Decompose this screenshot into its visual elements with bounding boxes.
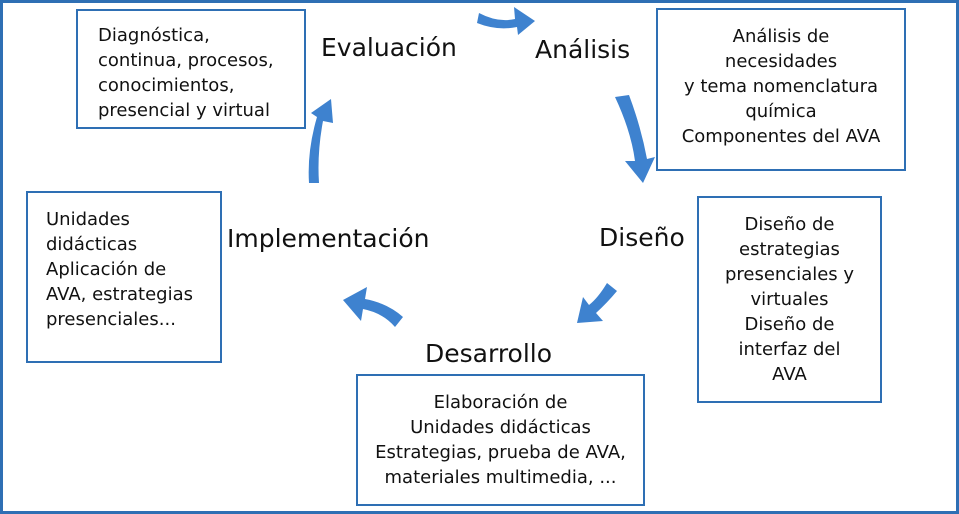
stage-label-evaluacion: Evaluación [321, 33, 457, 62]
diseno-box-line: presenciales y [724, 264, 855, 285]
desarrollo-box-line: materiales multimedia, ... [384, 467, 617, 488]
implementacion-box: Unidades didácticas Aplicación de AVA, e… [26, 191, 222, 363]
analisis-box-line: necesidades [724, 51, 838, 72]
stage-label-analisis: Análisis [535, 35, 631, 64]
diseno-box-line: estrategias [739, 239, 840, 260]
diseno-box-line: virtuales [750, 289, 829, 310]
stage-label-desarrollo: Desarrollo [425, 339, 553, 368]
implementacion-box-line: Unidades [46, 209, 130, 230]
analisis-box-line: química [745, 101, 817, 122]
implementacion-box-line: presenciales... [46, 309, 176, 330]
arrow-analisis-to-diseno [615, 95, 655, 183]
evaluacion-box-line: Diagnóstica, [98, 25, 210, 46]
arrow-desarrollo-to-implementacion [343, 287, 403, 327]
diseno-box-line: interfaz del [738, 339, 841, 360]
diseno-box: Diseño de estrategias presenciales y vir… [697, 196, 882, 403]
diseno-box-line: Diseño de [744, 214, 835, 235]
stage-label-diseno: Diseño [599, 223, 685, 252]
desarrollo-box-line: Estrategias, prueba de AVA, [375, 442, 626, 463]
cycle-arrows [308, 7, 655, 327]
evaluacion-box-line: continua, procesos, [98, 50, 274, 71]
analisis-box: Análisis de necesidades y tema nomenclat… [656, 8, 906, 171]
arrow-diseno-to-desarrollo [577, 283, 617, 323]
analisis-box-line: Componentes del AVA [681, 126, 881, 147]
analisis-box-line: Análisis de [732, 26, 830, 47]
stage-label-implementacion: Implementación [227, 224, 430, 253]
arrow-implementacion-to-evaluacion [308, 99, 333, 183]
analisis-box-line: y tema nomenclatura [683, 76, 879, 97]
desarrollo-box-line: Elaboración de [433, 392, 568, 413]
diseno-box-line: AVA [772, 364, 807, 385]
evaluacion-box-line: conocimientos, [98, 75, 235, 96]
implementacion-box-line: AVA, estrategias [46, 284, 193, 305]
evaluacion-box-line: presencial y virtual [98, 100, 270, 121]
implementacion-box-line: didácticas [46, 234, 138, 255]
arrow-evaluacion-to-analisis [477, 7, 535, 35]
implementacion-box-line: Aplicación de [46, 259, 167, 280]
evaluacion-box: Diagnóstica, continua, procesos, conocim… [76, 9, 306, 129]
desarrollo-box: Elaboración de Unidades didácticas Estra… [356, 374, 645, 506]
diseno-box-line: Diseño de [744, 314, 835, 335]
desarrollo-box-line: Unidades didácticas [410, 417, 591, 438]
